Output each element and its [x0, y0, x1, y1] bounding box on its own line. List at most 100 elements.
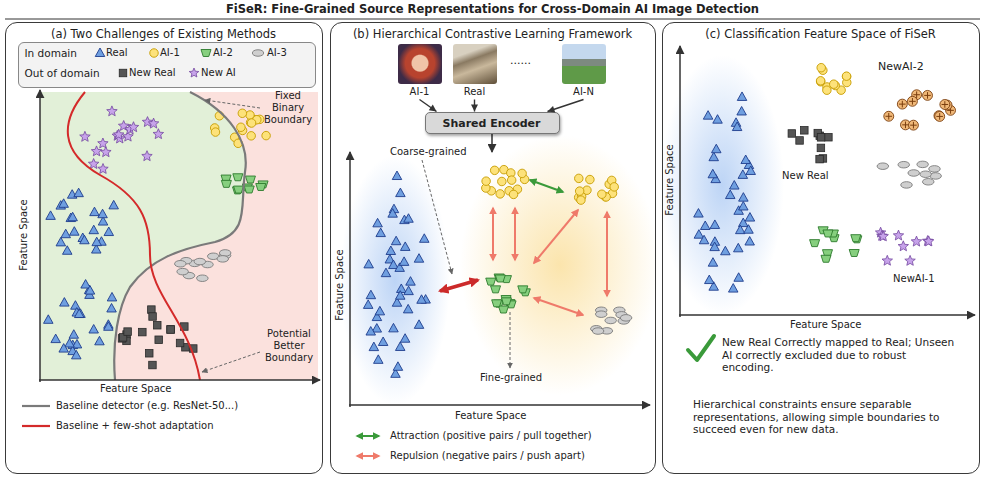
real-sample	[712, 144, 722, 153]
new-ai2-plus	[942, 101, 949, 108]
x-axis	[349, 404, 650, 406]
real-sample	[721, 246, 731, 255]
image-thumbnail	[562, 44, 606, 84]
arrow-head	[548, 106, 556, 113]
ai1-sample	[577, 196, 586, 205]
repulsion-arrow	[514, 208, 516, 260]
annotation: Potential Better Boundary	[260, 328, 318, 364]
new-ai-sample	[80, 131, 91, 141]
new-real-sample	[124, 328, 132, 336]
repulsion-arrow	[534, 298, 583, 315]
real-sample	[107, 292, 117, 301]
real-sample	[700, 221, 710, 230]
ai1-sample	[498, 177, 507, 186]
new-real-sample	[155, 336, 163, 344]
repulsion-arrow	[534, 210, 578, 263]
real-sample	[80, 235, 90, 244]
legend-swatch	[94, 46, 106, 60]
real-sample	[741, 155, 751, 164]
real-sample	[71, 301, 81, 310]
new-ai2-sample	[923, 90, 933, 100]
ai-region	[40, 92, 318, 380]
encoder-output-arrow	[491, 134, 493, 152]
ai3-sample	[175, 261, 187, 268]
new-ai-sample	[898, 241, 908, 251]
new-real-sample	[801, 127, 809, 135]
real-sample	[62, 246, 72, 255]
new-ai2-sample	[907, 96, 917, 106]
ai2-sample	[501, 298, 511, 305]
ai1-sample	[830, 80, 839, 89]
real-sample	[60, 298, 70, 307]
ai2-sample	[492, 300, 502, 307]
real-sample	[404, 214, 414, 223]
ai1-sample	[247, 132, 256, 141]
legend-group-heading: Out of domain	[25, 67, 100, 80]
annotation: Coarse-grained	[390, 146, 467, 158]
ai3-sample	[605, 317, 617, 324]
real-sample	[366, 327, 376, 336]
real-sample	[737, 106, 747, 115]
ai1-sample	[842, 72, 851, 81]
ai2-sample	[201, 50, 211, 57]
new-ai-sample	[101, 147, 112, 157]
leader-arrow	[205, 100, 260, 108]
new-real-sample	[146, 350, 154, 358]
real-sample	[51, 334, 61, 343]
leader-arrow	[422, 160, 452, 274]
fixed-boundary-curve	[114, 92, 246, 380]
ai1-sample	[211, 128, 220, 137]
real-sample	[98, 209, 108, 218]
real-sample	[737, 92, 747, 101]
ai-glow	[460, 135, 660, 395]
panel-heading: (b) Hierarchical Contrastive Learning Fr…	[331, 28, 654, 42]
ai1-sample	[598, 190, 607, 199]
legend-text: Repulsion (negative pairs / push apart)	[390, 450, 585, 462]
ai2-sample	[233, 187, 243, 194]
legend-text: Baseline + few-shot adaptation	[56, 420, 214, 432]
real-sample	[699, 235, 709, 244]
legend-group-heading: In domain	[25, 47, 77, 60]
legend-line	[22, 425, 50, 427]
axis-label: Feature Space	[100, 383, 171, 395]
ai3-sample	[898, 161, 910, 168]
image-thumbnail-node: AI-1	[398, 44, 442, 100]
ai3-sample	[219, 250, 231, 257]
ellipsis: ......	[510, 54, 531, 67]
legend-swatch	[353, 449, 383, 463]
new-real-sample	[139, 328, 147, 336]
connector-line	[474, 100, 475, 112]
real-sample	[61, 229, 70, 238]
new-real-sample	[825, 134, 833, 142]
legend-text: AI-3	[267, 47, 287, 59]
real-sample	[399, 257, 409, 266]
new-ai2-plus	[936, 113, 943, 120]
real-sample	[59, 344, 69, 353]
real-sample	[414, 254, 424, 262]
ai2-sample	[233, 174, 243, 181]
real-sample	[104, 322, 114, 331]
legend-swatch	[200, 46, 212, 60]
real-sample	[363, 300, 373, 309]
new-ai2-plus	[885, 113, 892, 120]
connector-arrow	[420, 100, 437, 112]
real-glow	[340, 155, 450, 405]
real-sample	[744, 225, 754, 234]
new-ai-sample	[878, 231, 889, 241]
real-sample	[68, 212, 78, 221]
legend-arrow	[357, 455, 379, 457]
ai1-sample	[509, 190, 518, 199]
repulsion-arrow	[492, 208, 494, 260]
arrow-head	[429, 105, 437, 112]
image-caption: AI-1	[388, 86, 452, 98]
new-real-sample	[788, 130, 796, 138]
ai3-sample	[595, 311, 607, 318]
real-sample	[746, 166, 756, 175]
new-ai-sample	[148, 118, 159, 128]
real-sample	[85, 286, 95, 295]
real-sample	[378, 337, 388, 346]
real-sample	[381, 268, 391, 277]
real-sample	[74, 188, 83, 197]
image-thumbnail-node: Real	[453, 44, 497, 100]
